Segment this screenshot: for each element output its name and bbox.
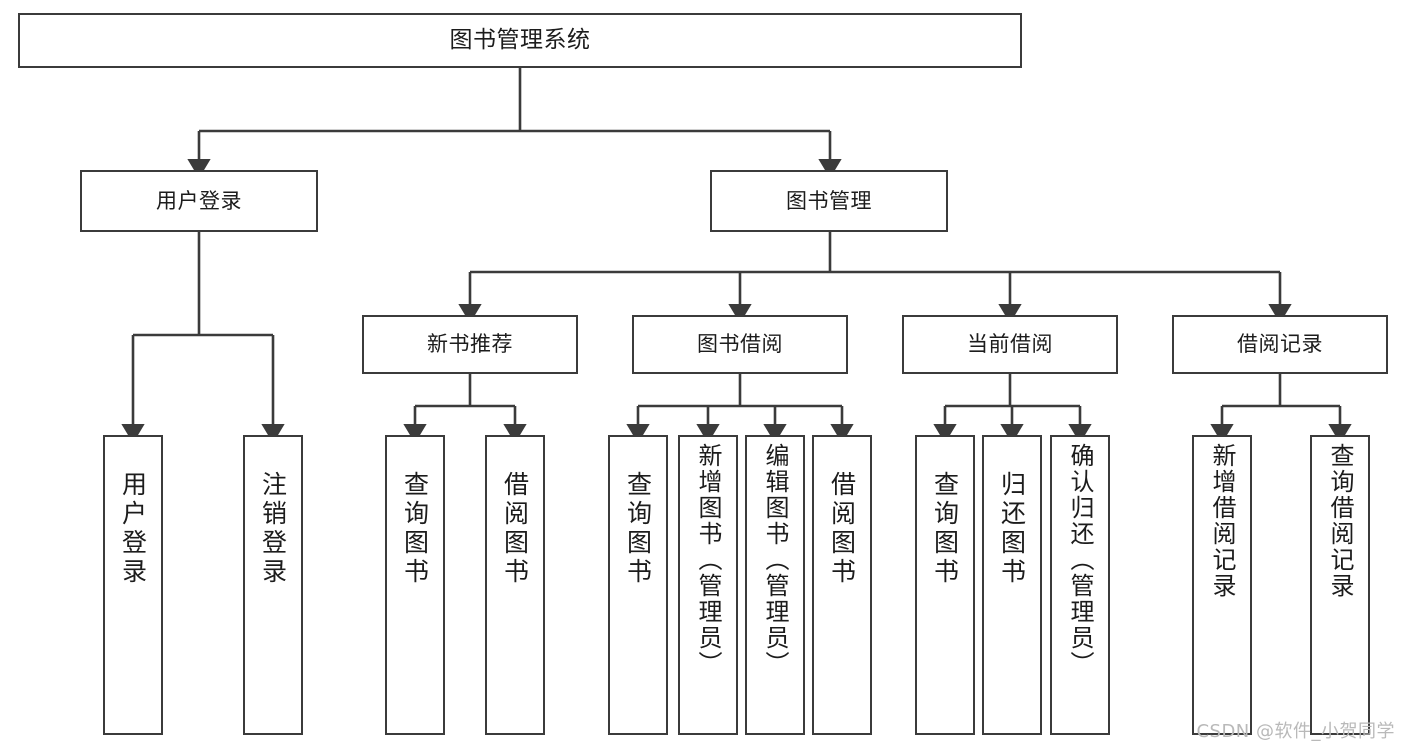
node-leaf-add-record-label: 新增借阅记录 [1208,443,1236,599]
node-new-book-rec-label: 新书推荐 [427,332,513,357]
node-leaf-borrow-book-1[interactable]: 借阅图书 [485,435,545,735]
node-book-borrow-label: 图书借阅 [697,332,783,357]
node-leaf-query-book-2-label: 查询图书 [623,471,653,587]
node-leaf-query-record[interactable]: 查询借阅记录 [1310,435,1370,735]
node-leaf-user-login[interactable]: 用户登录 [103,435,163,735]
node-current-borrow-label: 当前借阅 [967,332,1053,357]
node-user-login-label: 用户登录 [156,188,242,213]
node-leaf-return-book[interactable]: 归还图书 [982,435,1042,735]
node-book-manage[interactable]: 图书管理 [710,170,948,232]
node-current-borrow[interactable]: 当前借阅 [902,315,1118,374]
node-root-label: 图书管理系统 [449,26,591,53]
node-leaf-query-book-1[interactable]: 查询图书 [385,435,445,735]
watermark: CSDN @软件_小贺同学 [1196,721,1395,742]
node-leaf-query-book-3-label: 查询图书 [930,471,960,587]
node-leaf-edit-book-label: 编辑图书（管理员） [761,443,789,677]
node-leaf-add-record[interactable]: 新增借阅记录 [1192,435,1252,735]
node-leaf-borrow-book-1-label: 借阅图书 [500,471,530,587]
node-user-login[interactable]: 用户登录 [80,170,318,232]
node-leaf-query-record-label: 查询借阅记录 [1326,443,1354,599]
node-new-book-rec[interactable]: 新书推荐 [362,315,578,374]
node-leaf-query-book-1-label: 查询图书 [400,471,430,587]
node-leaf-add-book[interactable]: 新增图书（管理员） [678,435,738,735]
node-leaf-confirm-return[interactable]: 确认归还（管理员） [1050,435,1110,735]
node-borrow-record-label: 借阅记录 [1237,332,1323,357]
node-leaf-confirm-return-label: 确认归还（管理员） [1066,443,1094,677]
node-leaf-add-book-label: 新增图书（管理员） [694,443,722,677]
node-leaf-logout[interactable]: 注销登录 [243,435,303,735]
node-book-manage-label: 图书管理 [786,188,872,213]
node-borrow-record[interactable]: 借阅记录 [1172,315,1388,374]
node-leaf-edit-book[interactable]: 编辑图书（管理员） [745,435,805,735]
node-leaf-query-book-3[interactable]: 查询图书 [915,435,975,735]
node-leaf-borrow-book-2[interactable]: 借阅图书 [812,435,872,735]
node-leaf-user-login-label: 用户登录 [118,471,148,587]
node-root[interactable]: 图书管理系统 [18,13,1022,68]
node-leaf-return-book-label: 归还图书 [997,471,1027,587]
node-leaf-query-book-2[interactable]: 查询图书 [608,435,668,735]
node-book-borrow[interactable]: 图书借阅 [632,315,848,374]
node-leaf-borrow-book-2-label: 借阅图书 [827,471,857,587]
node-leaf-logout-label: 注销登录 [258,471,288,587]
